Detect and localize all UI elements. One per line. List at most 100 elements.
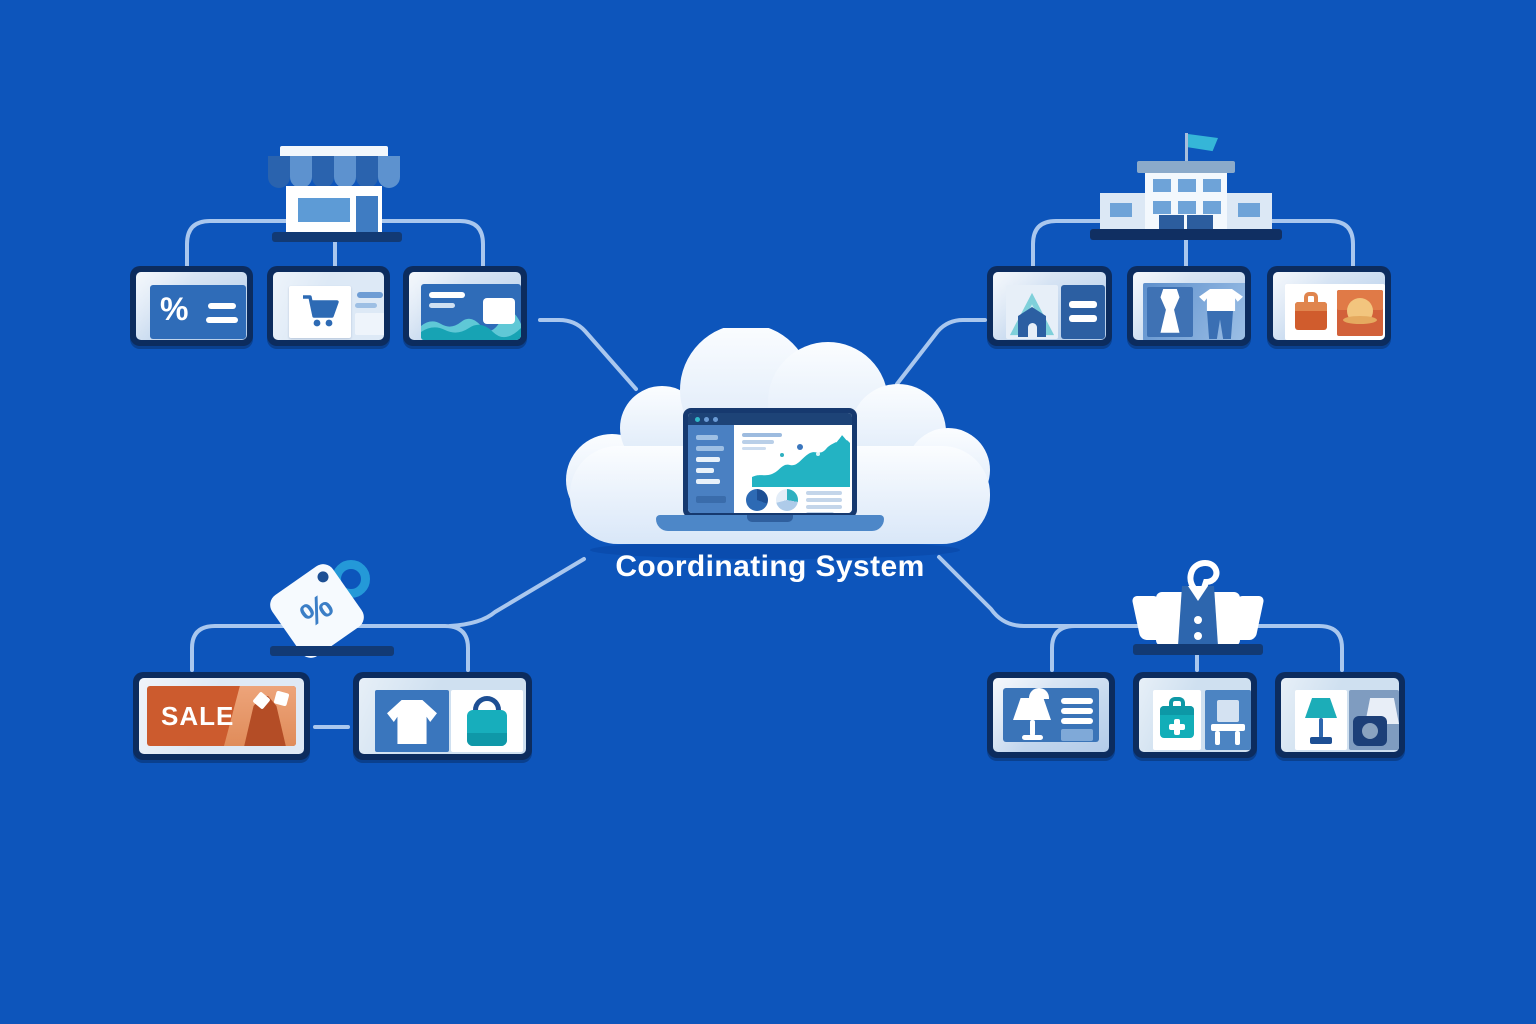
shopping-cart-icon bbox=[303, 295, 339, 327]
first-aid-tile bbox=[1153, 690, 1201, 750]
handbag-icon bbox=[467, 710, 507, 746]
flag-pole bbox=[1185, 133, 1188, 163]
lamp-base bbox=[1022, 735, 1043, 740]
dashboard-screen bbox=[688, 413, 852, 513]
discount-promo-card: % bbox=[130, 266, 253, 346]
text-line bbox=[806, 491, 842, 495]
text-line bbox=[208, 303, 236, 309]
bottom-left-cloud-connector bbox=[448, 557, 586, 628]
chair-tile bbox=[1205, 690, 1251, 750]
dashboard-sidebar bbox=[688, 425, 734, 513]
pie-chart-2 bbox=[776, 489, 798, 511]
area-chart bbox=[752, 430, 850, 487]
text-line bbox=[355, 303, 377, 308]
building-base bbox=[1090, 229, 1282, 240]
text-line bbox=[742, 440, 774, 444]
sale-banner: SALE bbox=[147, 686, 296, 746]
listing-info bbox=[1061, 285, 1105, 339]
text-line bbox=[206, 317, 238, 323]
storefront-awning bbox=[268, 156, 400, 188]
flag-icon bbox=[1188, 134, 1218, 152]
hanger-hook-icon bbox=[1187, 560, 1220, 596]
school-building-icon bbox=[1090, 131, 1282, 241]
camera-lens bbox=[1362, 723, 1378, 739]
dress-icon bbox=[1160, 289, 1180, 333]
price-tag-icon: % bbox=[262, 552, 402, 663]
building-roof bbox=[1137, 161, 1235, 173]
cart-sheet bbox=[289, 286, 351, 338]
lamp-panel bbox=[1003, 688, 1099, 742]
clothing-photo-card bbox=[1127, 266, 1251, 346]
house-door bbox=[1028, 323, 1037, 337]
center-system-label: Coordinating System bbox=[615, 550, 925, 583]
clothing-photo bbox=[1143, 283, 1245, 340]
content-block bbox=[1061, 729, 1093, 741]
bottom-right-cloud-connector bbox=[937, 555, 1077, 628]
text-line bbox=[1061, 718, 1093, 724]
window-dot-blue1 bbox=[704, 416, 709, 422]
kit-handle bbox=[1169, 697, 1185, 711]
listing-photo bbox=[1006, 285, 1058, 339]
lamp-shade-icon bbox=[1013, 698, 1051, 720]
browser-bar bbox=[688, 413, 852, 425]
home-goods-card bbox=[1133, 672, 1257, 758]
lamp-listing-card bbox=[987, 672, 1115, 758]
shirt-on-hanger-icon bbox=[1128, 556, 1268, 660]
camera-icon bbox=[1353, 716, 1387, 746]
banner-panel bbox=[421, 284, 521, 340]
chair-back bbox=[1217, 700, 1239, 722]
sidebar-line bbox=[696, 468, 714, 473]
text-line bbox=[1069, 315, 1097, 322]
text-line bbox=[429, 292, 465, 298]
decor-camera-card bbox=[1275, 672, 1405, 758]
sale-label: SALE bbox=[161, 701, 235, 731]
lamp-stem bbox=[1030, 720, 1035, 736]
suitcase-handle bbox=[1304, 292, 1318, 304]
storefront-door bbox=[356, 196, 378, 234]
text-line bbox=[742, 447, 766, 450]
sidebar-line bbox=[696, 435, 718, 440]
lamp-shade-icon bbox=[1305, 698, 1337, 718]
shopping-cart-card bbox=[267, 266, 390, 346]
chair-leg bbox=[1215, 731, 1220, 745]
building-door bbox=[1159, 215, 1213, 231]
percent-icon: % bbox=[293, 586, 340, 635]
storefront-fascia bbox=[280, 146, 388, 158]
sale-banner-card: SALE bbox=[133, 672, 310, 760]
apparel-products-card bbox=[353, 672, 532, 760]
camera-tile bbox=[1349, 690, 1399, 750]
pants-icon bbox=[1207, 311, 1233, 339]
chair-leg bbox=[1235, 731, 1240, 745]
travel-products-card bbox=[1267, 266, 1391, 346]
tag-hole bbox=[315, 569, 331, 585]
suitcase-icon bbox=[1295, 302, 1327, 330]
window-dot-teal bbox=[695, 416, 700, 422]
pie-chart-1 bbox=[746, 489, 768, 511]
bag-handles bbox=[473, 696, 501, 720]
text-line bbox=[806, 512, 834, 513]
text-line bbox=[742, 433, 782, 437]
laptop-base bbox=[656, 515, 884, 531]
hanger-base bbox=[1133, 644, 1263, 655]
text-line bbox=[806, 498, 842, 502]
tshirt-icon bbox=[1199, 289, 1243, 311]
teal-lamp-tile bbox=[1295, 690, 1347, 750]
top-right-cloud-connector bbox=[895, 318, 987, 386]
image-placeholder bbox=[483, 298, 515, 324]
laptop-hinge bbox=[747, 515, 793, 522]
laptop-screen bbox=[683, 408, 857, 518]
tshirt-icon bbox=[387, 700, 437, 744]
wave-chart-icon bbox=[421, 311, 521, 340]
sidebar-line bbox=[696, 446, 724, 451]
first-aid-kit-icon bbox=[1160, 706, 1194, 738]
tag-base bbox=[270, 646, 394, 656]
text-line bbox=[357, 292, 383, 298]
content-block bbox=[355, 313, 384, 335]
lamp-stem bbox=[1319, 718, 1323, 738]
top-left-cloud-connector bbox=[538, 318, 638, 391]
products-panel bbox=[1285, 284, 1385, 340]
text-line bbox=[1061, 698, 1093, 704]
percent-icon: % bbox=[160, 291, 189, 327]
sidebar-line bbox=[696, 479, 720, 484]
web-banner-chart-card bbox=[403, 266, 527, 346]
